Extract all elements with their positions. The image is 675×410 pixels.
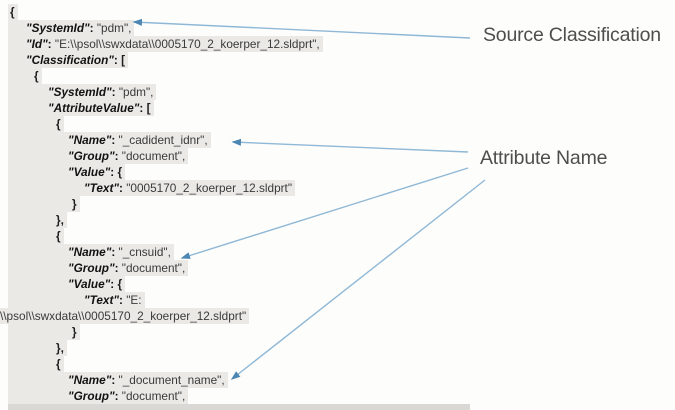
code-line: "Name": "_document_name", (0, 372, 675, 388)
code-line: { (0, 356, 675, 372)
code-line: "SystemId": "pdm", (0, 84, 675, 100)
code-line: "Group": "document", (0, 148, 675, 164)
json-code-block: {"SystemId": "pdm","Id": "E:\\psol\\swxd… (0, 4, 675, 404)
code-line: "Group": "document", (0, 388, 675, 404)
code-line: }, (0, 212, 675, 228)
label-attribute-name: Attribute Name (480, 147, 608, 169)
code-line: "SystemId": "pdm", (0, 20, 675, 36)
label-source-classification: Source Classification (483, 24, 661, 46)
code-line: "Id": "E:\\psol\\swxdata\\0005170_2_koer… (0, 36, 675, 52)
code-line: } (0, 196, 675, 212)
code-line: "Value": { (0, 164, 675, 180)
code-line: { (0, 228, 675, 244)
code-line: { (0, 68, 675, 84)
code-line: \\psol\\swxdata\\0005170_2_koerper_12.sl… (0, 308, 675, 324)
code-line: "Group": "document", (0, 260, 675, 276)
code-line: "Value": { (0, 276, 675, 292)
code-line: { (0, 116, 675, 132)
code-line: "AttributeValue": [ (0, 100, 675, 116)
partial-code-line-highlight (8, 404, 470, 410)
code-line: }, (0, 340, 675, 356)
code-line: { (0, 4, 675, 20)
code-line: "Classification": [ (0, 52, 675, 68)
code-line: "Text": "0005170_2_koerper_12.sldprt" (0, 180, 675, 196)
code-line: "Name": "_cadident_idnr", (0, 132, 675, 148)
code-line: "Text": "E: (0, 292, 675, 308)
code-line: "Name": "_cnsuid", (0, 244, 675, 260)
code-line: } (0, 324, 675, 340)
